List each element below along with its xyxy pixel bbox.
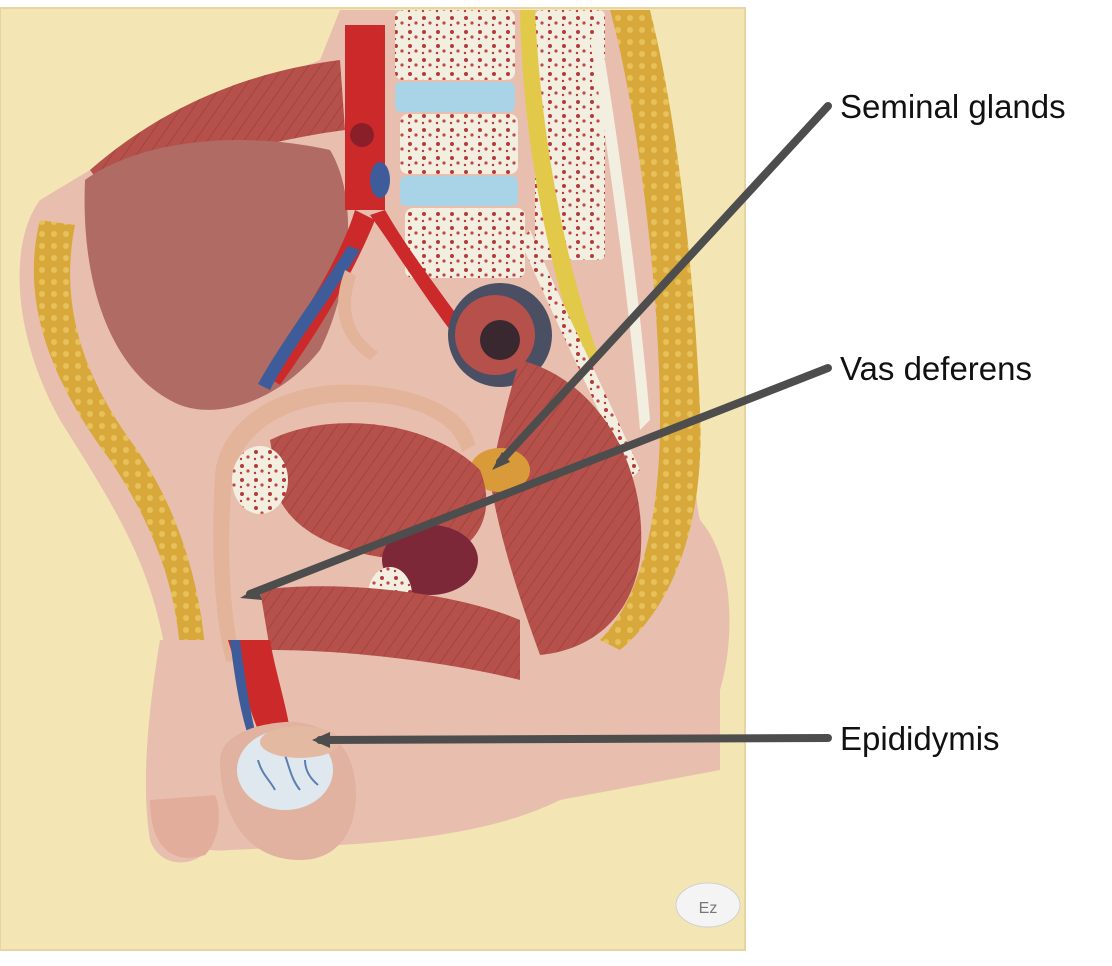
pointer-vas-deferens [246, 364, 832, 598]
intestine-mass [84, 140, 349, 410]
blood-vessels [258, 25, 462, 390]
seminal-gland [470, 448, 530, 492]
front-fat-layer [33, 220, 205, 650]
pointer-seminal-glands [496, 102, 832, 466]
label-vas-deferens: Vas deferens [840, 350, 1033, 387]
model-tag [675, 882, 741, 928]
spermatic-cord [228, 640, 290, 730]
label-seminal-glands: Seminal glands [840, 88, 1066, 125]
pointer-epididymis [316, 734, 832, 744]
model-tag-text: Ez [699, 900, 718, 917]
vas-deferens-tube [213, 384, 475, 662]
pubic-bone [232, 446, 288, 514]
epididymis-structure [260, 726, 340, 758]
label-epididymis: Epididymis [840, 720, 1000, 757]
spine [395, 10, 650, 480]
pointer-lines [240, 102, 832, 748]
pelvic-floor-muscle [260, 586, 520, 680]
fat-layer [600, 10, 701, 650]
